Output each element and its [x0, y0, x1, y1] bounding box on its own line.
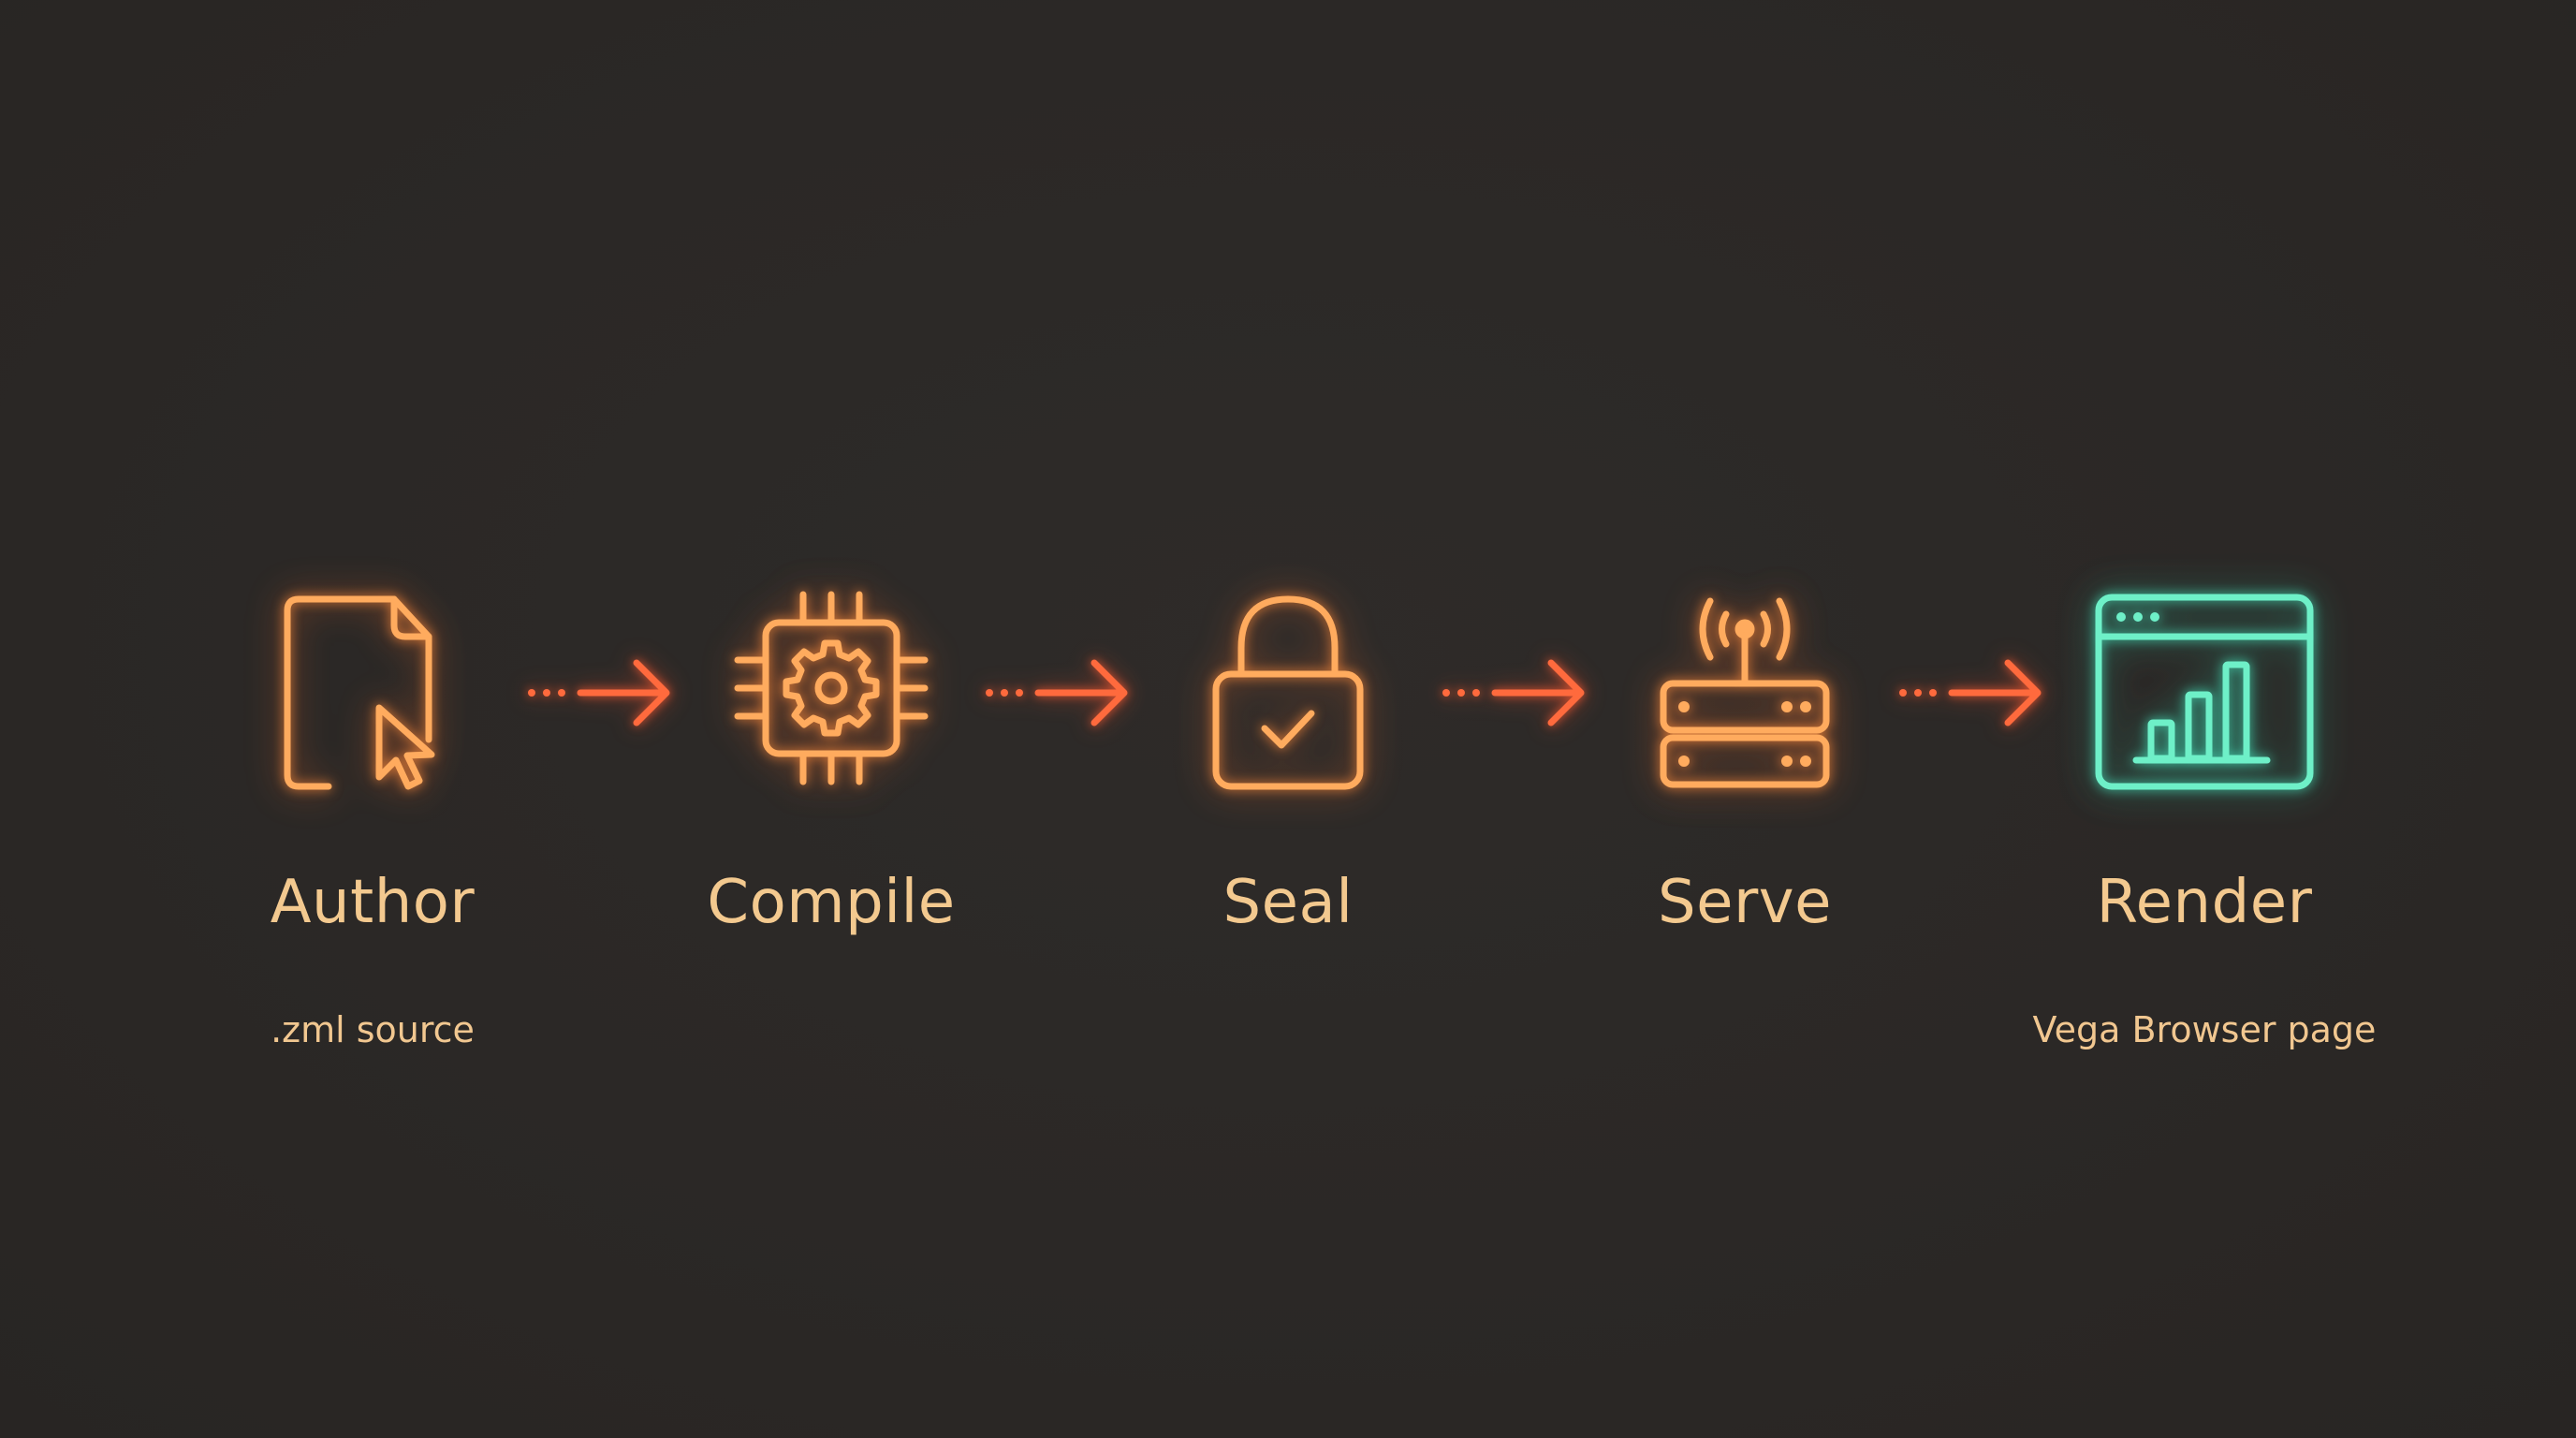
- flow-arrow-icon: [528, 659, 670, 726]
- step-sublabel: [635, 1007, 1028, 1052]
- step-label: Serve: [1657, 868, 1833, 937]
- step-label: Author: [270, 868, 476, 937]
- browser-chart-icon: [2095, 594, 2314, 790]
- step-serve: Serve: [1548, 590, 1941, 1052]
- step-render: Render Vega Browser page: [2008, 590, 2401, 1052]
- step-author: Author .zml source: [176, 590, 569, 1052]
- step-label: Compile: [707, 868, 956, 937]
- step-label: Seal: [1222, 868, 1354, 937]
- step-sublabel: [1548, 1007, 1941, 1052]
- server-antenna-icon: [1660, 597, 1830, 788]
- step-sublabel: .zml source: [271, 1009, 475, 1050]
- step-label: Render: [2096, 868, 2313, 937]
- step-seal: Seal: [1091, 590, 1485, 1052]
- cpu-gear-icon: [734, 591, 929, 785]
- step-compile: Compile: [635, 590, 1028, 1052]
- flow-arrow-icon: [1899, 659, 2042, 726]
- step-sublabel: [1091, 1007, 1485, 1052]
- document-cursor-icon: [284, 595, 435, 790]
- step-sublabel: Vega Browser page: [2032, 1009, 2377, 1050]
- flow-arrow-icon: [986, 659, 1128, 726]
- padlock-check-icon: [1212, 595, 1364, 790]
- flow-arrow-icon: [1442, 659, 1585, 726]
